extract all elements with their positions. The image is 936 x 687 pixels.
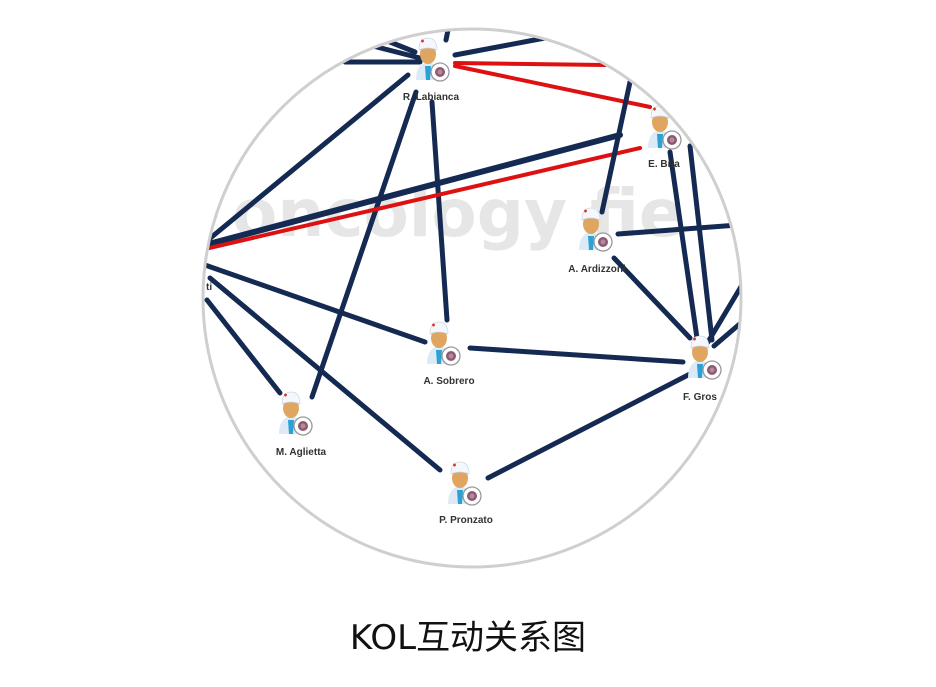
- node-label: P. Pronzato: [439, 515, 493, 526]
- node-label: A. Sobrero: [423, 376, 474, 387]
- kol-network-diagram: oncology fie R. La: [201, 27, 743, 569]
- links: [203, 29, 741, 481]
- node-label: E. Bria: [648, 159, 680, 170]
- node-label: M. Aglietta: [276, 447, 327, 458]
- diagram-caption: KOL互动关系图: [349, 618, 587, 658]
- node-pronzato[interactable]: P. Pronzato: [439, 461, 493, 526]
- node-ardizzoni[interactable]: A. Ardizzoni: [568, 207, 626, 275]
- node-labianca[interactable]: R. Labianca: [403, 37, 460, 103]
- node-gros[interactable]: F. Gros: [683, 335, 722, 403]
- node-label: R. Labianca: [403, 92, 460, 103]
- node-aglietta[interactable]: M. Aglietta: [276, 391, 327, 458]
- node-sobrero[interactable]: A. Sobrero: [423, 321, 475, 387]
- watermark-text: oncology fie: [232, 175, 684, 252]
- node-label-partial: ti: [206, 282, 212, 293]
- node-bria[interactable]: E. Bria: [647, 105, 682, 170]
- node-label: F. Gros: [683, 392, 717, 403]
- lens-circle-border: [201, 27, 743, 569]
- node-label: A. Ardizzoni: [568, 264, 626, 275]
